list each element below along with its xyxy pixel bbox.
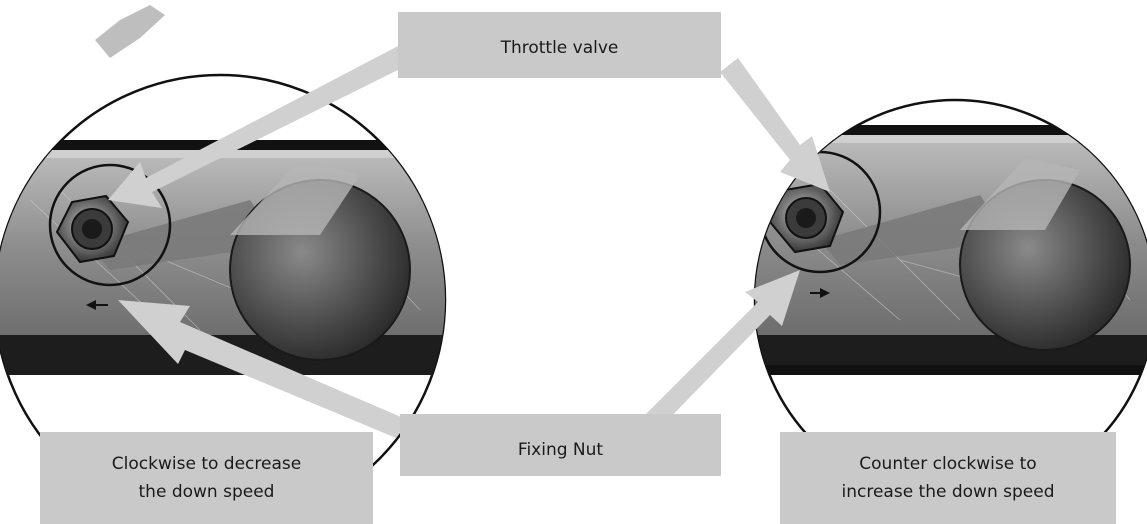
- throttle-valve-label: Throttle valve: [398, 12, 721, 78]
- counter-clockwise-line-1: Counter clockwise to: [842, 450, 1055, 478]
- throttle-valve-text: Throttle valve: [501, 34, 619, 62]
- fixing-nut-text: Fixing Nut: [518, 436, 603, 464]
- counter-clockwise-line-2: increase the down speed: [842, 478, 1055, 506]
- arrow-throttle-to-right: [720, 58, 830, 192]
- clockwise-line-2: the down speed: [112, 478, 301, 506]
- clockwise-line-1: Clockwise to decrease: [112, 450, 301, 478]
- fixing-nut-label: Fixing Nut: [400, 414, 721, 476]
- clockwise-instruction-label: Clockwise to decrease the down speed: [40, 432, 373, 524]
- watermark-mark: [95, 5, 165, 58]
- counter-clockwise-instruction-label: Counter clockwise to increase the down s…: [780, 432, 1116, 524]
